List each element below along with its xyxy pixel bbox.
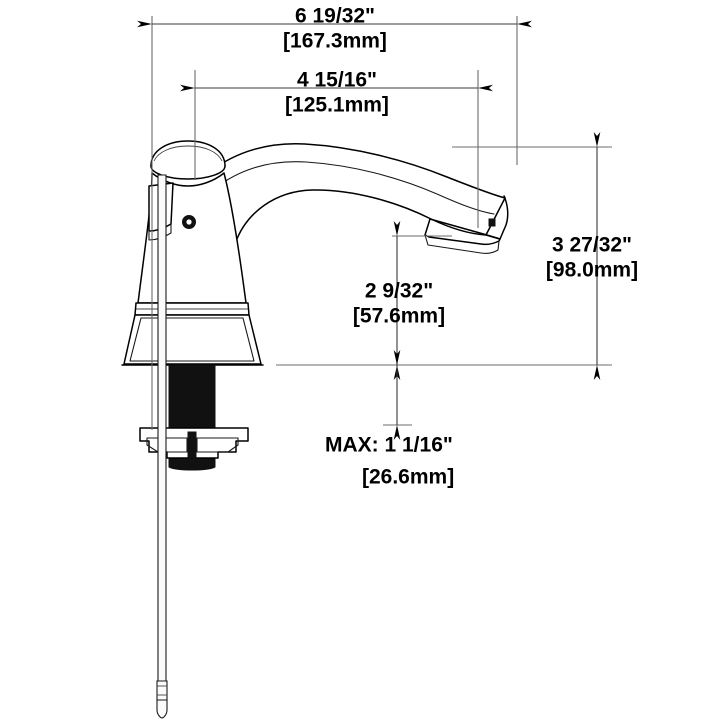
lift-rod (157, 174, 167, 682)
faucet-body-group (121, 140, 509, 719)
spout-inner-ridge-curve (212, 161, 495, 215)
dimension-max-deck-thickness: MAX: 1 1/16" [26.6mm] (325, 350, 454, 489)
escutcheon-inner-line (129, 317, 255, 362)
mounting-bracket-detail-left (146, 437, 188, 453)
mounting-bracket-center-rib (187, 431, 197, 459)
dimension-spout-reach: 4 15/16" [125.1mm] (180, 69, 493, 117)
overall-height-imperial-label: 3 27/32" (552, 234, 632, 257)
spout-outlet-face (424, 234, 500, 254)
spout-underside-curve (234, 189, 487, 245)
max-deck-imperial-label: MAX: 1 1/16" (325, 434, 453, 457)
escutcheon-base (123, 314, 262, 365)
spout-reach-imperial-label: 4 15/16" (297, 69, 377, 92)
spout-outlet-tip-mark (488, 218, 496, 227)
max-deck-metric-label: [26.6mm] (362, 466, 454, 489)
dimension-overall-width: 6 19/32" [167.3mm] (137, 5, 532, 53)
lift-rod-tip-end (156, 699, 168, 719)
overall-height-metric-label: [98.0mm] (546, 259, 638, 282)
spout-outer-top-curve (207, 143, 506, 199)
overall-width-imperial-label: 6 19/32" (295, 5, 375, 28)
dimension-overall-height: 3 27/32" [98.0mm] (546, 132, 638, 380)
spout-outlet-nozzle (424, 218, 501, 246)
spout-outlet-body (485, 195, 509, 240)
lift-rod-tip-collar (156, 680, 168, 701)
mounting-bracket-detail-right (196, 437, 239, 453)
overall-width-metric-label: [167.3mm] (283, 30, 387, 53)
handle-cap-shadow-line (153, 145, 223, 162)
spout-clearance-imperial-label: 2 9/32" (365, 280, 433, 303)
handle-set-screw-inner (186, 219, 192, 225)
handle-cap-dome (150, 140, 226, 167)
spout-clearance-metric-label: [57.6mm] (353, 305, 445, 328)
spout-reach-metric-label: [125.1mm] (285, 94, 389, 117)
dimension-spout-clearance: 2 9/32" [57.6mm] (353, 221, 445, 380)
